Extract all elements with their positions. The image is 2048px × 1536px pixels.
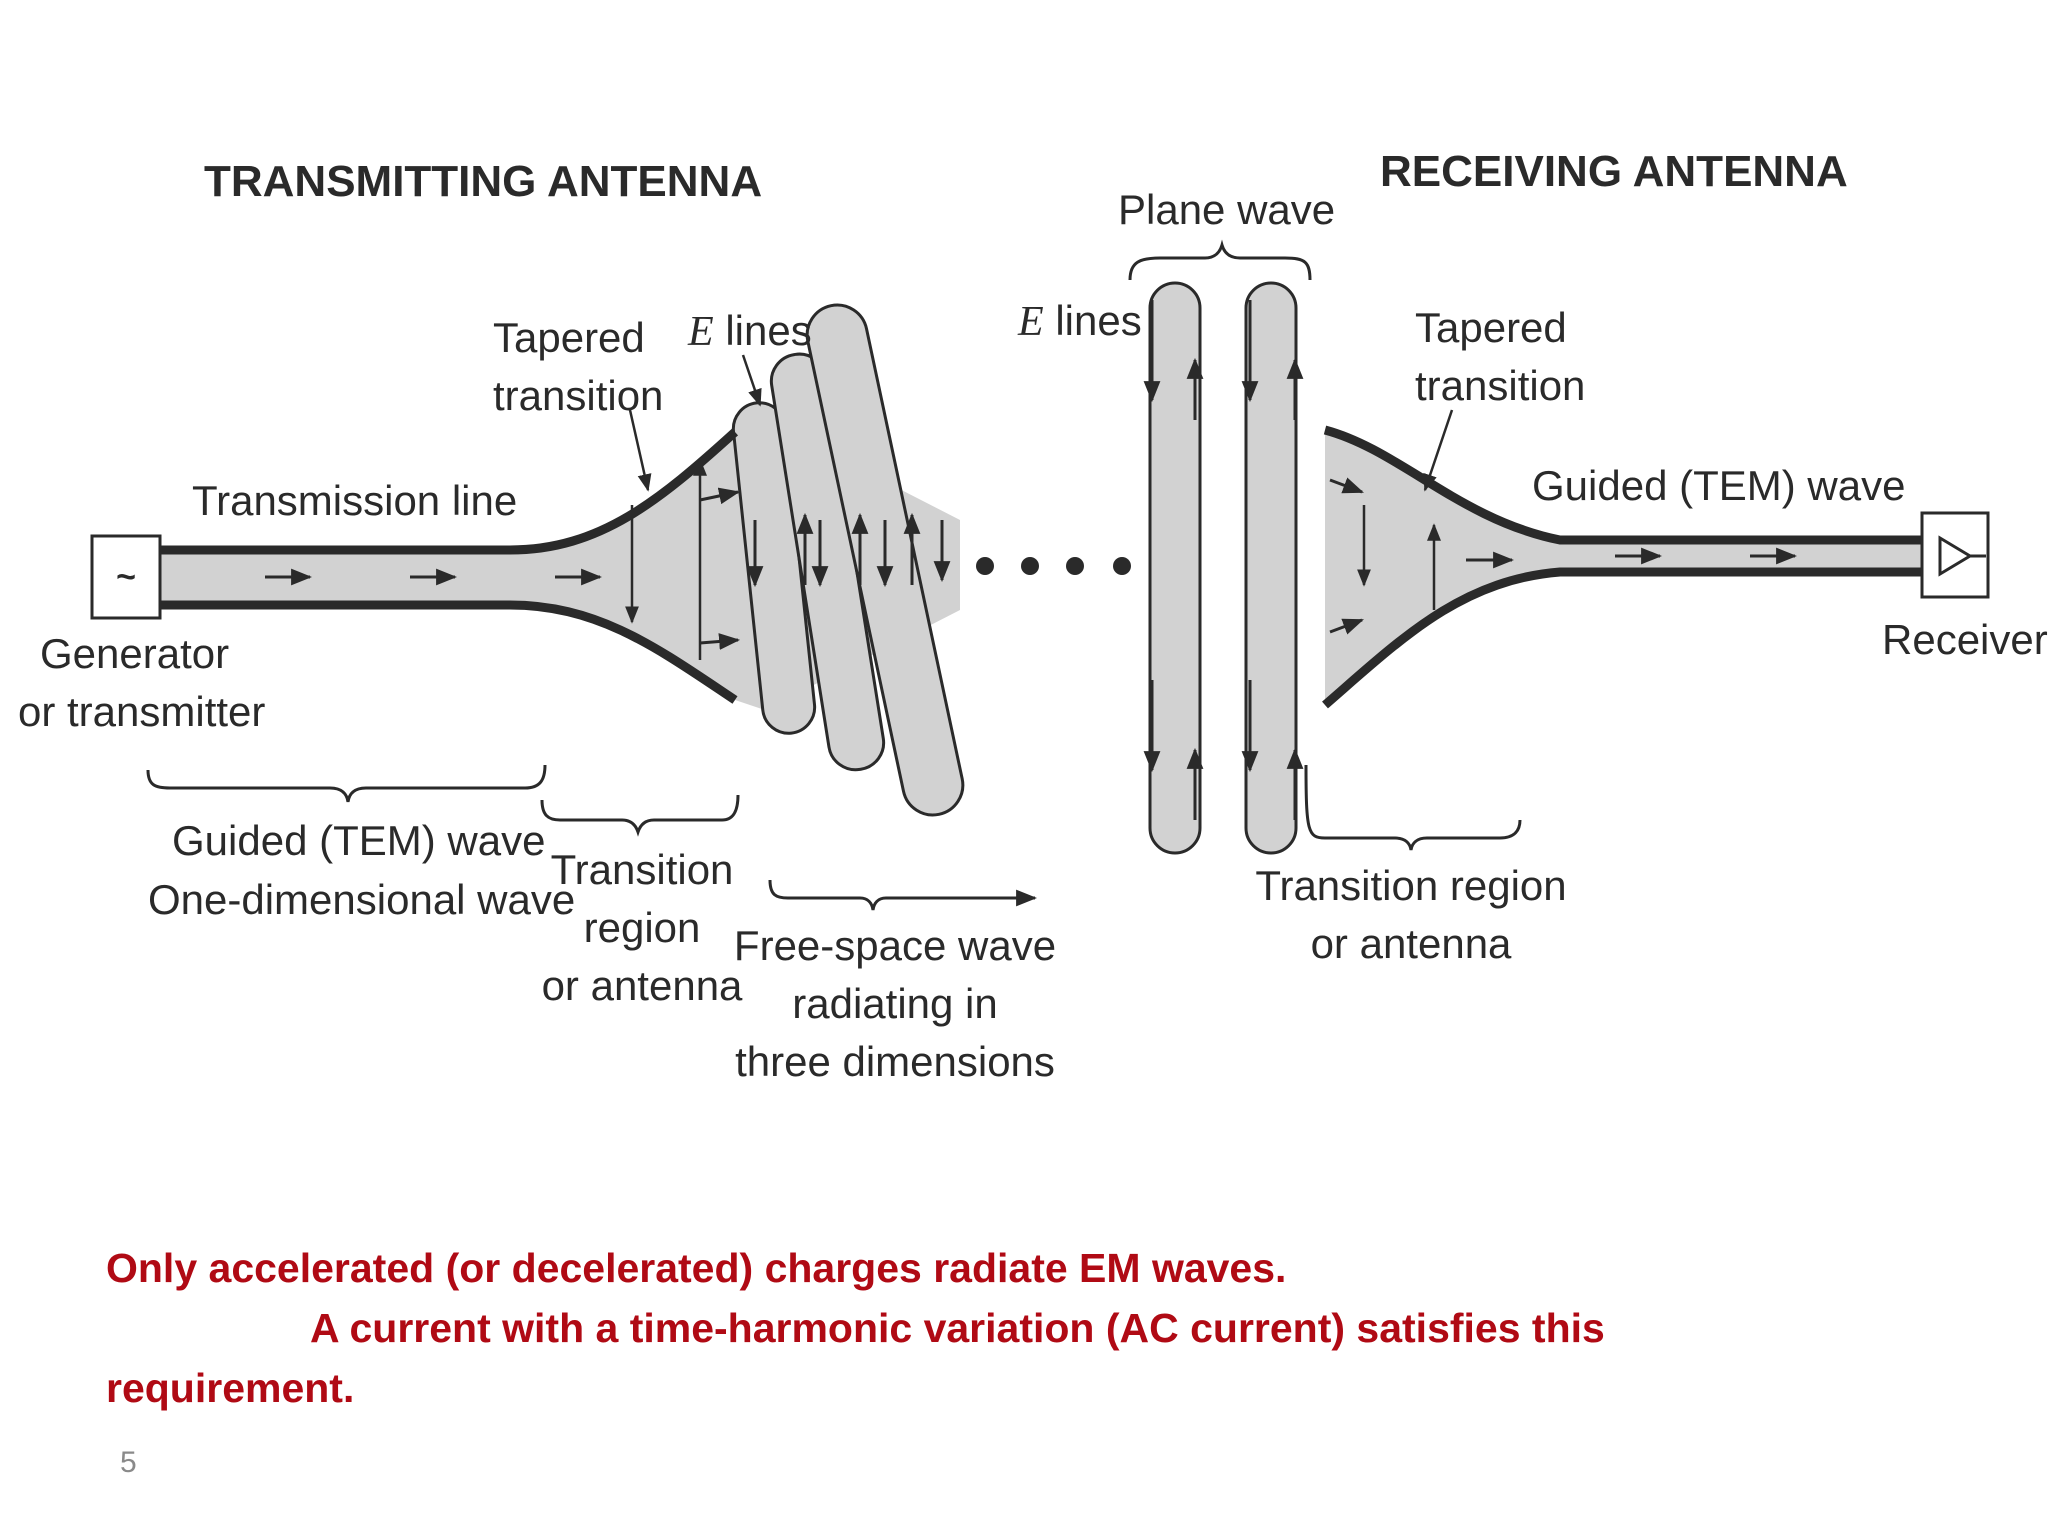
transmitter-label: or transmitter xyxy=(18,688,265,735)
rx-transition-region-label: Transition region xyxy=(1255,862,1566,909)
tx-transition-label: transition xyxy=(493,372,663,419)
tx-conductor-bottom xyxy=(160,600,738,704)
receiver-label: Receiver xyxy=(1882,616,2048,663)
transmitting-antenna-title: TRANSMITTING ANTENNA xyxy=(204,157,762,206)
propagation-dots xyxy=(976,557,1131,575)
plane-wave-label: Plane wave xyxy=(1118,186,1335,233)
tx-tapered-label: Tapered xyxy=(493,314,645,361)
note-line-1: Only accelerated (or decelerated) charge… xyxy=(106,1245,1287,1291)
receiver-icon xyxy=(1920,511,1990,599)
tx-guided-wave-label: Guided (TEM) wave xyxy=(172,817,545,864)
generator-icon: ~ xyxy=(90,534,162,620)
rx-tapered-label: Tapered xyxy=(1415,304,1567,351)
transition-region-label-3: or antenna xyxy=(542,962,743,1009)
free-space-label-2: radiating in xyxy=(792,980,997,1027)
tx-e-lines-label: E lines xyxy=(687,307,812,355)
transmitting-side: ~ xyxy=(90,303,1131,817)
transition-region-label-2: region xyxy=(584,904,701,951)
rx-guided-wave-label: Guided (TEM) wave xyxy=(1532,462,1905,509)
receiving-side xyxy=(1322,425,1990,709)
rx-conductor-bottom xyxy=(1322,567,1922,709)
receiving-antenna-title: RECEIVING ANTENNA xyxy=(1380,147,1848,196)
transition-region-label-1: Transition xyxy=(551,846,734,893)
rx-transition-label: transition xyxy=(1415,362,1585,409)
plane-wave-brace xyxy=(1128,239,1312,281)
transition-brace xyxy=(540,794,740,837)
one-dimensional-label: One-dimensional wave xyxy=(148,876,575,923)
generator-label: Generator xyxy=(40,630,229,677)
note-line-3: requirement. xyxy=(106,1365,355,1411)
note-line-2: A current with a time-harmonic variation… xyxy=(310,1305,1605,1351)
plane-e-lines-label: E lines xyxy=(1017,297,1142,345)
transmission-line-label: Transmission line xyxy=(192,477,517,524)
page-number: 5 xyxy=(120,1446,137,1479)
plane-wave-bands xyxy=(1148,281,1298,855)
free-space-label-1: Free-space wave xyxy=(734,922,1056,969)
svg-text:~: ~ xyxy=(116,558,136,596)
rx-transition-brace xyxy=(1304,764,1522,851)
free-space-label-3: three dimensions xyxy=(735,1038,1055,1085)
antenna-diagram: ~ xyxy=(18,147,2048,1085)
guided-wave-brace xyxy=(146,764,547,803)
rx-or-antenna-label: or antenna xyxy=(1311,920,1512,967)
free-space-brace xyxy=(768,879,1038,911)
rx-conductor-top xyxy=(1323,425,1922,545)
